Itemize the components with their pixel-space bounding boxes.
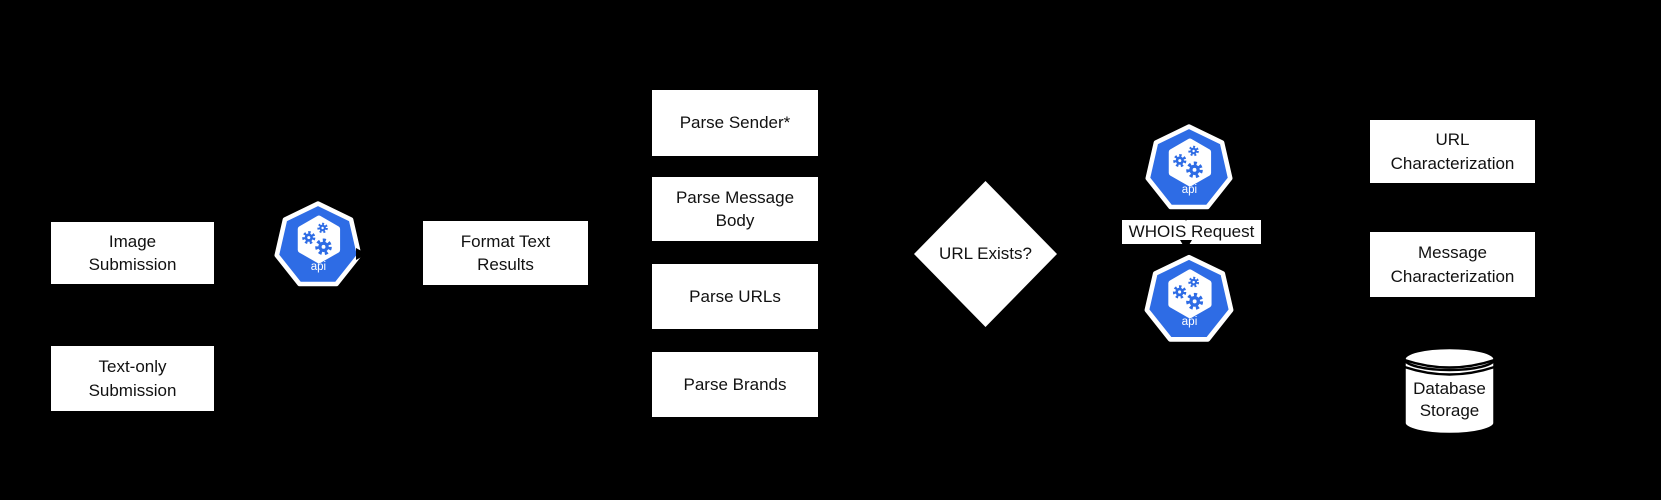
node-parse-message-body: Parse Message Body (652, 177, 818, 241)
database-cylinder-icon (1403, 346, 1496, 436)
node-parse-urls: Parse URLs (652, 264, 818, 329)
kubernetes-api-icon (1142, 122, 1236, 214)
node-format-text-results: Format Text Results (423, 221, 588, 285)
node-text-only-submission: Text-only Submission (51, 346, 214, 411)
arrow-head-down-whois-top-icon (1180, 211, 1192, 221)
node-parse-brands: Parse Brands (652, 352, 818, 417)
node-image-submission: Image Submission (51, 222, 214, 284)
kubernetes-api-icon (272, 199, 364, 291)
label-whois-request: WHOIS Request (1122, 220, 1261, 244)
node-url-characterization: URL Characterization (1370, 120, 1535, 183)
arrow-head-down-whois-label-icon (1180, 240, 1192, 250)
node-parse-sender: Parse Sender* (652, 90, 818, 156)
node-message-characterization: Message Characterization (1370, 232, 1535, 297)
decision-diamond-shape (914, 181, 1057, 327)
node-database-storage: Database Storage (1413, 379, 1486, 421)
kubernetes-api-icon (1142, 252, 1236, 347)
arrow-head-right-icon (356, 248, 367, 260)
decision-url-exists: URL Exists? (939, 244, 1032, 263)
